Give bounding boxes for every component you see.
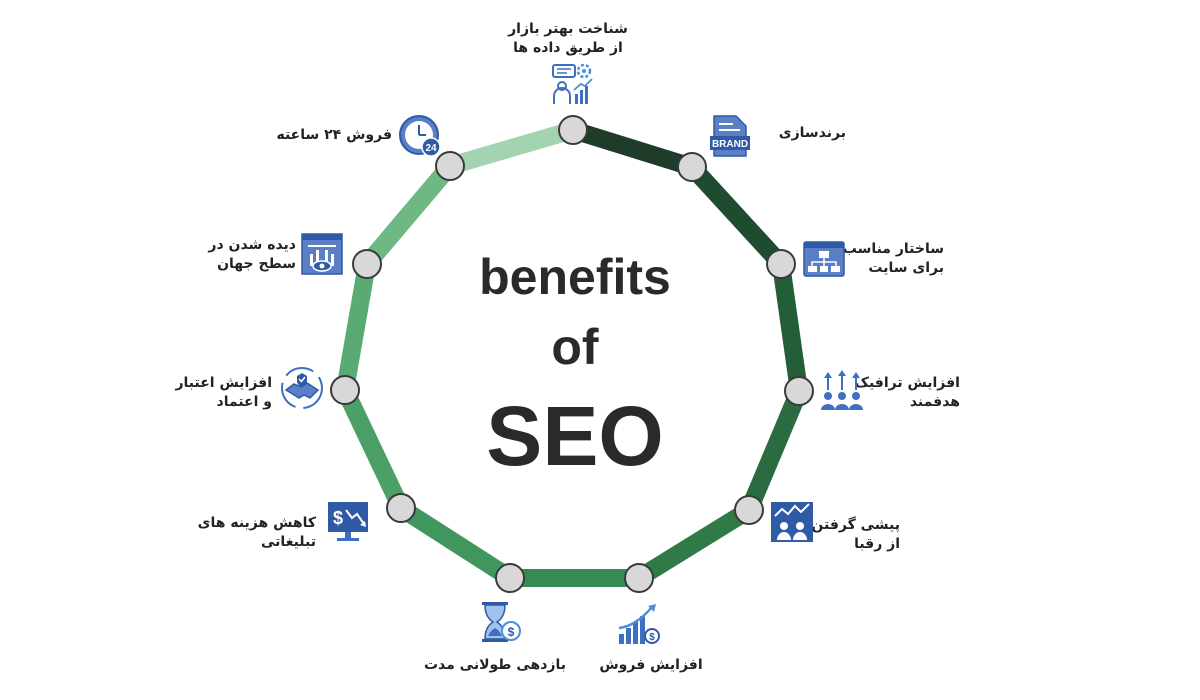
ring-node — [766, 249, 796, 279]
ring-node — [330, 375, 360, 405]
ring-segment — [772, 255, 808, 400]
ring-node — [734, 495, 764, 525]
benefit-label-24h-sales: فروش ۲۴ ساعته — [276, 127, 392, 143]
ring-node — [352, 249, 382, 279]
ring-node — [386, 493, 416, 523]
market-analysis-icon — [552, 63, 593, 104]
svg-text:$: $ — [333, 508, 343, 528]
ring-node — [624, 563, 654, 593]
ring-node — [558, 115, 588, 145]
handshake-trust-icon — [281, 367, 323, 409]
cost-reduction-icon: $ — [328, 502, 368, 541]
competitors-icon — [771, 502, 813, 542]
ring-node — [495, 563, 525, 593]
brand-icon: BRAND — [710, 115, 750, 157]
ring-node — [435, 151, 465, 181]
center-title-seo: SEO — [486, 389, 664, 483]
targeted-traffic-icon — [821, 370, 863, 410]
ring-segment — [441, 121, 582, 175]
site-structure-icon — [803, 241, 845, 277]
ring-segment — [630, 501, 758, 587]
ring-segment — [683, 158, 790, 273]
clock-24-icon: 24 — [399, 115, 441, 157]
benefit-label-long-term-roi: بازدهی طولانی مدت — [423, 657, 566, 673]
ring-node — [784, 376, 814, 406]
ring-segment — [564, 121, 701, 176]
center-title-of: of — [551, 319, 599, 375]
sales-growth-icon: $ — [618, 604, 660, 644]
svg-text:BRAND: BRAND — [712, 139, 748, 150]
ring-segment — [358, 157, 459, 273]
svg-text:$: $ — [649, 632, 655, 643]
ring-segment — [336, 255, 376, 399]
ring-segment — [336, 381, 410, 517]
ring-segment — [740, 382, 808, 519]
svg-text:$: $ — [508, 625, 515, 639]
hourglass-dollar-icon: $ — [482, 602, 521, 642]
svg-text:24: 24 — [425, 143, 437, 154]
center-title-benefits: benefits — [479, 249, 671, 305]
ring-node — [677, 152, 707, 182]
benefit-label-sales-growth: افزایش فروش — [599, 657, 703, 673]
global-visibility-icon — [301, 233, 343, 275]
ring-segment — [392, 499, 519, 587]
benefit-label-branding: برندسازی — [778, 125, 846, 141]
